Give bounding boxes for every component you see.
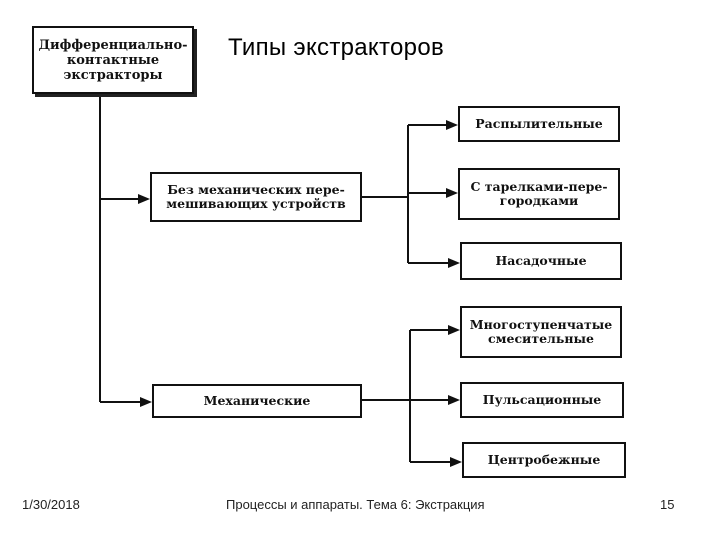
leaf-node-label: Распылительные — [475, 116, 603, 131]
group-node-mechanical: Механические — [152, 384, 362, 418]
arrow-leaf-4 — [448, 325, 460, 335]
slide-title: Типы экстракторов — [228, 34, 445, 61]
leaf-node-label: Насадочные — [495, 253, 587, 268]
arrow-group-2 — [140, 397, 152, 407]
root-node-label: Дифференциально- контактные экстракторы — [38, 37, 188, 83]
footer-page-number: 15 — [660, 497, 675, 512]
arrow-leaf-6 — [450, 457, 462, 467]
group-node-non-mechanical: Без механических пере- мешивающих устрой… — [150, 172, 362, 222]
arrow-leaf-3 — [448, 258, 460, 268]
leaf-node-label: Многоступенчатые смесительные — [469, 317, 613, 346]
leaf-node-packed: Насадочные — [460, 242, 622, 280]
leaf-node-spray: Распылительные — [458, 106, 620, 142]
leaf-node-label: Пульсационные — [482, 392, 602, 407]
root-node: Дифференциально- контактные экстракторы — [32, 26, 194, 94]
leaf-node-multistage: Многоступенчатые смесительные — [460, 306, 622, 358]
leaf-node-label: Центробежные — [487, 452, 601, 467]
footer-course: Процессы и аппараты. Тема 6: Экстракция — [226, 497, 485, 512]
footer-date: 1/30/2018 — [22, 497, 80, 512]
arrow-group-1 — [138, 194, 150, 204]
leaf-node-label: С тарелками-пере- городками — [470, 179, 608, 208]
leaf-node-plates: С тарелками-пере- городками — [458, 168, 620, 220]
arrow-leaf-1 — [446, 120, 458, 130]
arrow-leaf-2 — [446, 188, 458, 198]
group-node-label: Механические — [203, 393, 311, 408]
leaf-node-centrifugal: Центробежные — [462, 442, 626, 478]
arrow-leaf-5 — [448, 395, 460, 405]
group-node-label: Без механических пере- мешивающих устрой… — [166, 182, 346, 211]
leaf-node-pulsation: Пульсационные — [460, 382, 624, 418]
